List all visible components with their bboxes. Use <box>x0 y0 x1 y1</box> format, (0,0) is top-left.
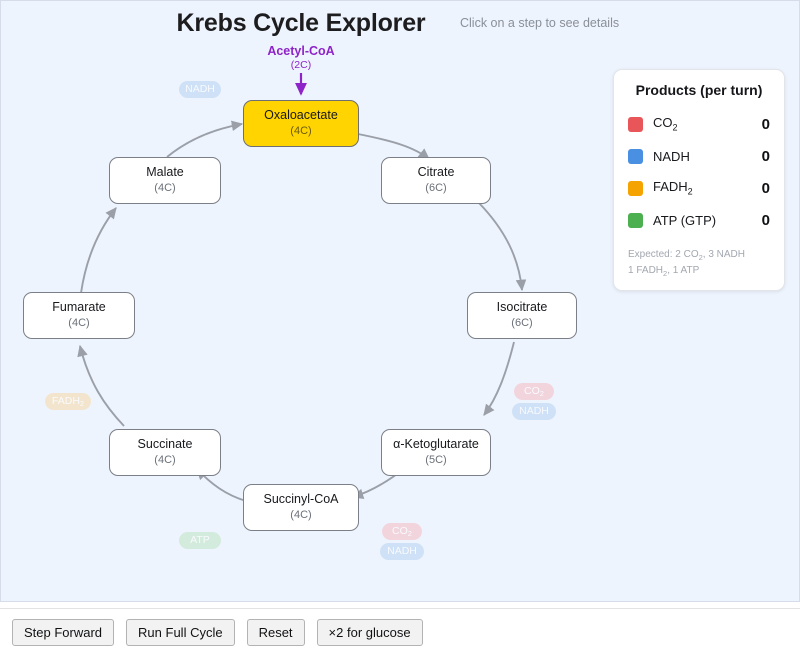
node-label: Succinyl-CoA <box>263 492 339 506</box>
badge-nadh-malate-step: NADH <box>179 81 221 98</box>
products-panel: Products (per turn) CO2 0 NADH 0 FADH2 0… <box>613 69 785 291</box>
product-label: ATP (GTP) <box>653 212 717 228</box>
node-carbons: (6C) <box>425 182 447 194</box>
arrow-succinate-to-fumarate <box>77 344 125 427</box>
cycle-node-succinyl-coa[interactable]: Succinyl-CoA (4C) <box>243 484 359 531</box>
cycle-node-citrate[interactable]: Citrate (6C) <box>381 157 491 204</box>
cycle-node-malate[interactable]: Malate (4C) <box>109 157 221 204</box>
cycle-canvas[interactable]: Krebs Cycle Explorer Click on a step to … <box>0 0 800 602</box>
double-glucose-button[interactable]: ×2 for glucose <box>316 618 423 646</box>
product-count: 0 <box>761 211 770 229</box>
badge-atp-succinylcoa-step: ATP <box>179 532 221 549</box>
expected-line-1: Expected: 2 CO2, 3 NADH <box>628 249 745 262</box>
badge-nadh-isocitrate-step: NADH <box>512 403 556 420</box>
node-label: Isocitrate <box>496 300 548 314</box>
product-count: 0 <box>761 179 770 197</box>
products-panel-title: Products (per turn) <box>635 82 763 98</box>
arrow-isocitrate-to-ketoglutarate <box>483 341 515 416</box>
acetyl-coa-label: Acetyl-CoA <box>267 44 335 58</box>
arrow-citrate-to-isocitrate <box>478 202 527 292</box>
step-forward-button[interactable]: Step Forward <box>12 618 115 646</box>
node-label: α-Ketoglutarate <box>393 437 479 451</box>
product-count: 0 <box>761 115 770 133</box>
node-carbons: (4C) <box>68 317 90 329</box>
cycle-node-fumarate[interactable]: Fumarate (4C) <box>23 292 135 339</box>
arrow-fumarate-to-malate <box>80 207 117 294</box>
node-carbons: (6C) <box>511 317 533 329</box>
product-row-atp: ATP (GTP) 0 <box>628 204 770 236</box>
expected-yield-note: Expected: 2 CO2, 3 NADH 1 FADH2, 1 ATP <box>628 248 770 280</box>
acetyl-coa-input: Acetyl-CoA (2C) <box>241 44 361 72</box>
page-title: Krebs Cycle Explorer <box>176 9 426 37</box>
atp-color-swatch <box>628 212 643 228</box>
acetyl-coa-carbons: (2C) <box>290 59 312 71</box>
node-carbons: (5C) <box>425 454 447 466</box>
product-row-co2: CO2 0 <box>628 108 770 140</box>
reset-button[interactable]: Reset <box>246 618 305 646</box>
node-label: Fumarate <box>52 300 106 314</box>
product-label: NADH <box>653 148 690 164</box>
node-carbons: (4C) <box>154 182 176 194</box>
node-label: Oxaloacetate <box>264 108 338 122</box>
fadh2-color-swatch <box>628 180 643 196</box>
cycle-node-succinate[interactable]: Succinate (4C) <box>109 429 221 476</box>
run-full-cycle-button[interactable]: Run Full Cycle <box>126 618 235 646</box>
product-row-fadh2: FADH2 0 <box>628 172 770 204</box>
arrow-malate-to-oxaloacetate <box>166 120 244 158</box>
expected-line-2: 1 FADH2, 1 ATP <box>628 265 700 278</box>
arrow-oxaloacetate-to-citrate <box>357 133 430 160</box>
node-label: Citrate <box>417 165 455 179</box>
node-carbons: (4C) <box>290 125 312 137</box>
product-label: FADH2 <box>653 179 693 197</box>
cycle-node-alpha-ketoglutarate[interactable]: α-Ketoglutarate (5C) <box>381 429 491 476</box>
node-label: Malate <box>146 165 184 179</box>
co2-color-swatch <box>628 116 643 132</box>
node-carbons: (4C) <box>290 509 312 521</box>
nadh-color-swatch <box>628 148 643 164</box>
node-carbons: (4C) <box>154 454 176 466</box>
toolbar: Step Forward Run Full Cycle Reset ×2 for… <box>0 608 800 655</box>
cycle-node-isocitrate[interactable]: Isocitrate (6C) <box>467 292 577 339</box>
product-row-nadh: NADH 0 <box>628 140 770 172</box>
hint-text: Click on a step to see details <box>460 16 620 30</box>
product-label: CO2 <box>653 115 678 133</box>
badge-nadh-ketoglutarate-step: NADH <box>380 543 424 560</box>
node-label: Succinate <box>137 437 193 451</box>
product-count: 0 <box>761 147 770 165</box>
cycle-node-oxaloacetate[interactable]: Oxaloacetate (4C) <box>243 100 359 147</box>
